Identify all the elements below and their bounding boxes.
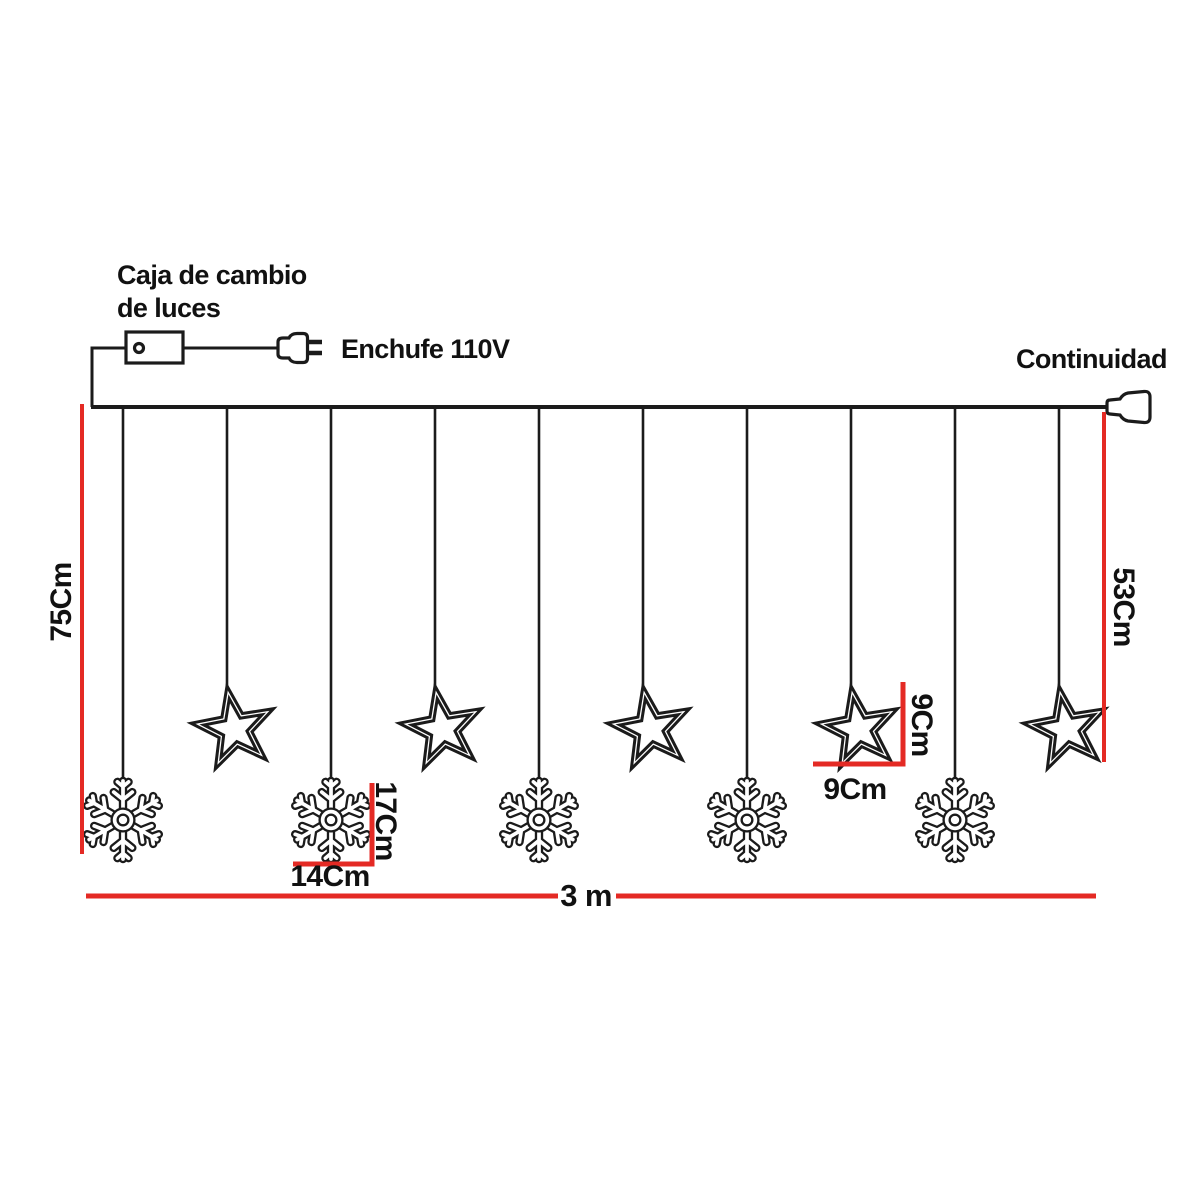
snowflake-drop: [709, 407, 786, 859]
dim-label-9cm-width: 9Cm: [823, 773, 887, 806]
dim-lines-snowflake: [293, 783, 375, 867]
star-drop: [1016, 407, 1116, 774]
star-icon: [600, 677, 700, 774]
plug-label: Enchufe 110V: [341, 334, 510, 364]
star-drop: [808, 407, 908, 774]
control-box-button: [132, 341, 146, 355]
star-icon: [1016, 677, 1116, 774]
dim-label-75cm: 75Cm: [45, 562, 78, 642]
snowflake-icon: [917, 781, 994, 859]
plug-icon: [276, 331, 310, 365]
snowflake-drop: [917, 407, 994, 859]
star-icon: [184, 677, 284, 774]
dim-label-9cm-height: 9Cm: [905, 693, 938, 757]
star-icon: [808, 677, 908, 774]
control-box-label-line1: Caja de cambio: [117, 260, 307, 290]
star-icon: [392, 677, 492, 774]
control-box-label: Caja de cambio de luces: [117, 259, 307, 325]
snowflake-drop: [85, 407, 162, 859]
snowflake-icon: [85, 781, 162, 859]
star-drop: [392, 407, 492, 774]
star-drop: [600, 407, 700, 774]
control-box-cord: [90, 346, 126, 407]
snowflake-drop: [501, 407, 578, 859]
drops-layer: [85, 407, 1116, 859]
snowflake-icon: [501, 781, 578, 859]
continuity-label: Continuidad: [1016, 344, 1167, 374]
dim-label-14cm: 14Cm: [290, 860, 370, 893]
control-box-label-line2: de luces: [117, 293, 221, 323]
dim-label-3m: 3 m: [560, 878, 612, 913]
dim-label-53cm: 53Cm: [1107, 567, 1140, 647]
snowflake-icon: [293, 781, 370, 859]
snowflake-drop: [293, 407, 370, 859]
dim-lines-star: [813, 682, 906, 767]
snowflake-icon: [709, 781, 786, 859]
star-drop: [184, 407, 284, 774]
dim-label-17cm: 17Cm: [369, 781, 402, 861]
continuity-connector-icon: [1105, 389, 1152, 425]
plug-prongs-icon: [308, 339, 322, 356]
